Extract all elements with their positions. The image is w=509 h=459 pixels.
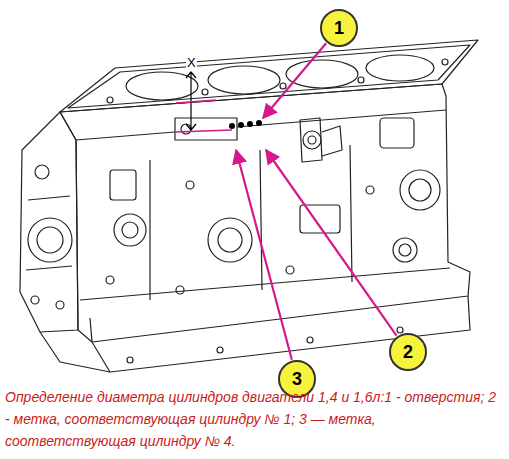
callout-number: 3 [292, 369, 302, 390]
leader-arrow [236, 150, 292, 360]
callout-number: 1 [334, 18, 344, 39]
leader-arrow [263, 43, 326, 118]
callout-circle: 2 [389, 333, 427, 371]
callout-circle: 1 [320, 9, 358, 47]
figure-caption: Определение диаметра цилиндров двигатели… [5, 386, 503, 452]
callout-number: 2 [403, 342, 413, 363]
leader-arrow [266, 150, 396, 336]
dimension-label: X [186, 56, 197, 69]
